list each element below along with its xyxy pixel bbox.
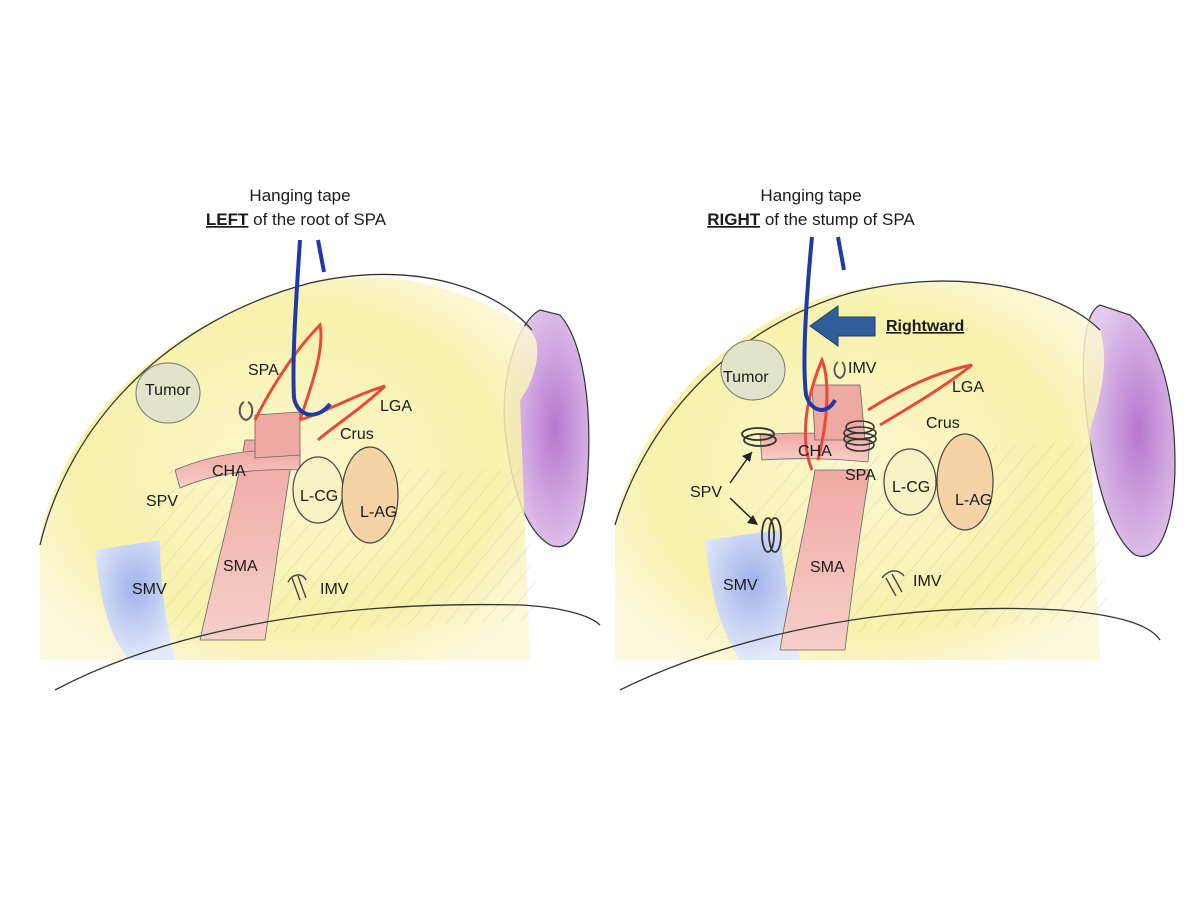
right-imv-clip-bottom: [881, 570, 905, 597]
right-spv-clip-lower: [761, 517, 782, 553]
left-label-crus: Crus: [340, 426, 374, 443]
left-lower-boundary: [54, 603, 601, 691]
left-tumor-mass: [135, 362, 201, 424]
right-label-imv-top: IMV: [848, 360, 877, 377]
right-smv-vein: [705, 530, 800, 660]
left-label-smv: SMV: [132, 581, 167, 598]
left-label-cha: CHA: [212, 463, 246, 480]
right-spv-arrowhead-down: [747, 515, 758, 525]
left-label-sma: SMA: [223, 558, 258, 575]
left-label-spa: SPA: [248, 362, 279, 379]
right-hanging-tape: [802, 236, 837, 412]
right-label-imv: IMV: [913, 573, 942, 590]
left-label-lcg: L-CG: [300, 488, 338, 505]
left-label-lag: L-AG: [360, 504, 397, 521]
left-label-tumor: Tumor: [145, 382, 191, 399]
right-sma-artery: [779, 469, 871, 651]
left-label-spv: SPV: [146, 493, 178, 510]
left-smv-vein: [95, 540, 175, 660]
left-hanging-tape: [291, 239, 332, 417]
left-caption-rest: of the root of SPA: [248, 210, 386, 229]
right-caption-rest: of the stump of SPA: [760, 210, 915, 229]
right-label-spa: SPA: [845, 467, 876, 484]
right-arrow-label: Rightward: [886, 318, 964, 335]
right-lower-boundary: [619, 607, 1161, 691]
left-dome-line: [39, 273, 533, 546]
left-clip: [238, 401, 254, 422]
right-caption-line1: Hanging tape: [760, 186, 861, 205]
right-lcg-ganglion: [883, 448, 937, 516]
right-hanging-tape-2: [836, 236, 846, 271]
left-caption-emphasis: LEFT: [206, 210, 249, 229]
left-panel: Hanging tape LEFT of the root of SPA: [39, 186, 601, 691]
right-spv-clip-upper: [741, 427, 777, 447]
left-caption-line2: LEFT of the root of SPA: [206, 210, 387, 229]
right-panel: Hanging tape RIGHT of the stump of SPA: [614, 186, 1176, 691]
left-lag-gland: [341, 446, 399, 544]
left-label-lga: LGA: [380, 398, 412, 415]
right-caption-line2: RIGHT of the stump of SPA: [707, 210, 915, 229]
left-spa-vessel: [253, 321, 323, 421]
left-caption-line1: Hanging tape: [249, 186, 350, 205]
right-rightward-arrow: [809, 305, 876, 347]
right-cha-red-vessel: [803, 356, 829, 471]
left-celiac-stump: [254, 411, 301, 459]
right-label-lga: LGA: [952, 379, 984, 396]
right-label-spv: SPV: [690, 484, 722, 501]
right-label-tumor: Tumor: [723, 369, 769, 386]
right-celiac-trunk: [811, 384, 866, 441]
right-spa-stump-ligature: [843, 420, 877, 452]
right-lag-gland: [936, 433, 994, 531]
right-dome-line: [614, 280, 1101, 526]
right-imv-clip-top: [833, 361, 846, 379]
left-hanging-tape-2: [316, 239, 326, 273]
right-label-cha: CHA: [798, 443, 832, 460]
left-sma-artery: [199, 439, 296, 641]
right-caption-emphasis: RIGHT: [707, 210, 761, 229]
right-tumor-mass: [720, 339, 786, 401]
right-label-lcg: L-CG: [892, 479, 930, 496]
left-imv-clip: [287, 574, 307, 601]
right-spv-arrowhead-up: [742, 452, 752, 462]
right-lga-vessel: [867, 363, 973, 427]
right-label-smv: SMV: [723, 577, 758, 594]
right-label-lag: L-AG: [955, 492, 992, 509]
left-label-imv: IMV: [320, 581, 349, 598]
right-label-crus: Crus: [926, 415, 960, 432]
right-label-sma: SMA: [810, 559, 845, 576]
